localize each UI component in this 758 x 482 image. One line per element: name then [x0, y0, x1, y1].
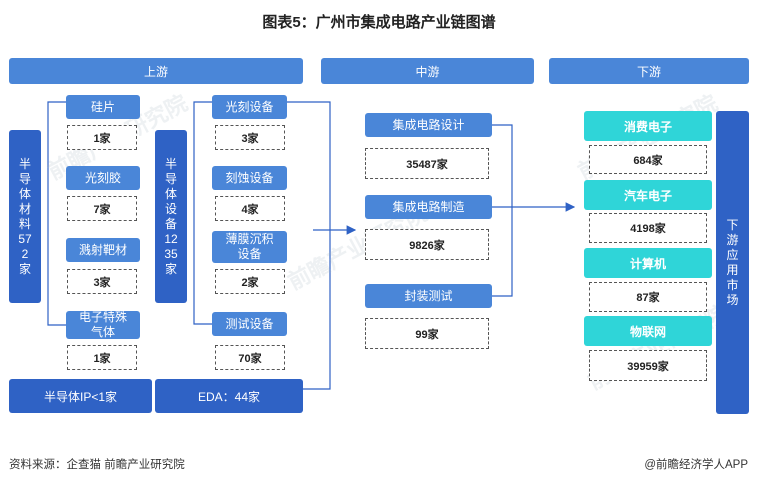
equipment-thin-film-deposition-label: 薄膜沉积设备 [225, 232, 274, 261]
section-upstream-bar: 上游 [9, 58, 303, 84]
material-special-gas: 电子特殊气体 [66, 310, 140, 339]
equipment-label-box: 半导体设备1235家 [155, 130, 187, 303]
material-sputtering-target-count: 3家 [67, 269, 137, 294]
material-special-gas-count: 1家 [67, 345, 137, 370]
equipment-etching: 刻蚀设备 [212, 166, 287, 190]
downstream-computer-count: 87家 [589, 282, 707, 312]
midstream-ic-design: 集成电路设计 [365, 113, 492, 137]
downstream-consumer-electronics-count: 684家 [589, 145, 707, 174]
downstream-market-label-box: 下游应用市场 [716, 111, 749, 414]
footer-brand: @前瞻经济学人APP [644, 459, 748, 471]
midstream-ic-design-count: 35487家 [365, 148, 489, 179]
downstream-market-label: 下游应用市场 [726, 217, 739, 307]
equipment-lithography-count: 3家 [215, 125, 285, 150]
section-midstream-bar: 中游 [321, 58, 534, 84]
midstream-ic-manufacturing-count: 9826家 [365, 229, 489, 260]
midstream-ic-manufacturing: 集成电路制造 [365, 195, 492, 219]
equipment-test-count: 70家 [215, 345, 285, 370]
equipment-lithography: 光刻设备 [212, 95, 287, 119]
material-photoresist: 光刻胶 [66, 166, 140, 190]
equipment-thin-film-deposition-count: 2家 [215, 269, 285, 294]
footer-source: 资料来源：企查猫 前瞻产业研究院 [9, 459, 185, 471]
semiconductor-ip-box: 半导体IP<1家 [9, 379, 152, 413]
materials-label-box: 半导体材料572家 [9, 130, 41, 303]
downstream-automotive-electronics: 汽车电子 [584, 180, 712, 210]
material-sputtering-target: 溅射靶材 [66, 238, 140, 262]
material-silicon-wafer-count: 1家 [67, 125, 137, 150]
downstream-computer: 计算机 [584, 248, 712, 278]
material-special-gas-label: 电子特殊气体 [78, 310, 127, 339]
eda-box: EDA：44家 [155, 379, 303, 413]
equipment-thin-film-deposition: 薄膜沉积设备 [212, 231, 287, 263]
material-photoresist-count: 7家 [67, 196, 137, 221]
equipment-test: 测试设备 [212, 312, 287, 336]
downstream-iot-count: 39959家 [589, 350, 707, 381]
chart-title: 图表5：广州市集成电路产业链图谱 [262, 14, 496, 31]
midstream-packaging-test: 封装测试 [365, 284, 492, 308]
downstream-automotive-electronics-count: 4198家 [589, 213, 707, 243]
midstream-packaging-test-count: 99家 [365, 318, 489, 349]
material-silicon-wafer: 硅片 [66, 95, 140, 119]
equipment-label: 半导体设备1235家 [164, 156, 178, 276]
equipment-etching-count: 4家 [215, 196, 285, 221]
downstream-iot: 物联网 [584, 316, 712, 346]
section-downstream-bar: 下游 [549, 58, 749, 84]
materials-label: 半导体材料572家 [18, 156, 32, 276]
downstream-consumer-electronics: 消费电子 [584, 111, 712, 141]
